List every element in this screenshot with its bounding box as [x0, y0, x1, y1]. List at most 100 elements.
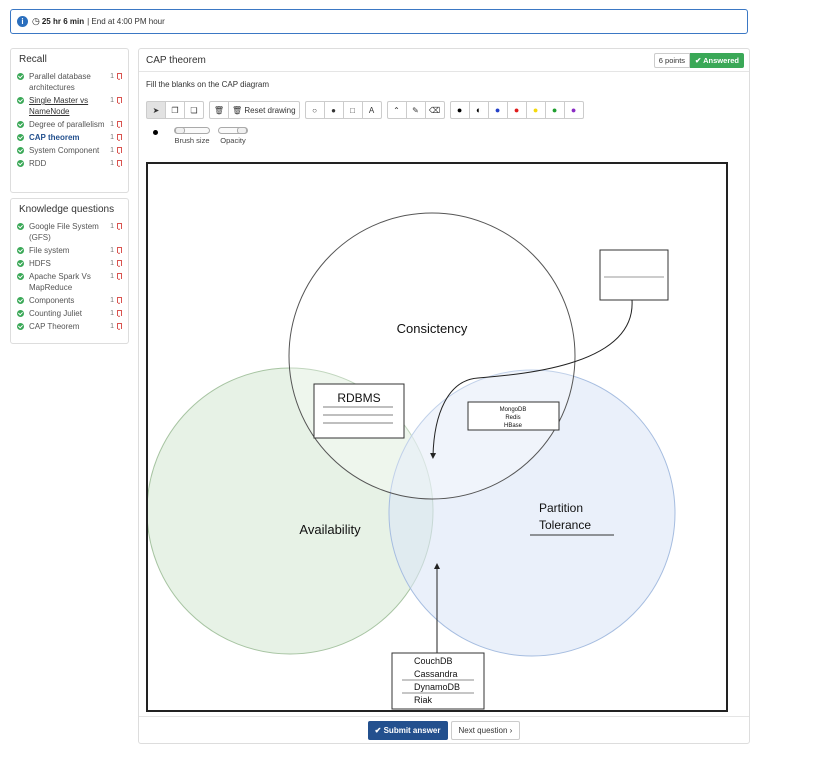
- delete-button[interactable]: 🗑: [209, 101, 229, 119]
- submit-label: Submit answer: [383, 726, 441, 735]
- eraser-tool-button[interactable]: ⌫: [424, 101, 445, 119]
- check-circle-icon: [17, 160, 24, 167]
- bookmark-icon[interactable]: [117, 134, 122, 141]
- brush-size-control: Brush size: [174, 127, 210, 145]
- color-swatch-button[interactable]: ◐: [468, 101, 489, 119]
- rdbms-box: [313, 383, 405, 439]
- ap-item: DynamoDB: [414, 682, 460, 692]
- check-circle-icon: [17, 147, 24, 154]
- availability-label: Availability: [299, 522, 361, 537]
- ap-item: Riak: [414, 695, 433, 705]
- question-header: CAP theorem 6 points ✔ Answered: [139, 49, 749, 72]
- drawing-canvas[interactable]: Consictency Availability Partition Toler…: [146, 162, 728, 712]
- brush-size-thumb[interactable]: [175, 127, 185, 134]
- nav-item-points: 1: [110, 134, 114, 141]
- nav-item[interactable]: Google File System (GFS)1: [11, 221, 128, 243]
- nav-item-label: Components: [29, 296, 75, 305]
- answered-badge: ✔ Answered: [690, 52, 744, 68]
- send-back-icon: ❏: [190, 105, 198, 115]
- brush-preview-dot: [153, 130, 158, 135]
- nav-item-points: 1: [110, 323, 114, 330]
- blank-answer-box: [599, 249, 669, 301]
- knowledge-title: Knowledge questions: [19, 204, 115, 215]
- ap-item: Cassandra: [414, 669, 458, 679]
- bookmark-icon[interactable]: [117, 260, 122, 267]
- consistency-label: Consictency: [397, 321, 468, 336]
- color-swatch-button[interactable]: ●: [487, 101, 508, 119]
- cp-item: Redis: [505, 415, 520, 421]
- circle-tool-button[interactable]: ○: [304, 101, 325, 119]
- ap-item: CouchDB: [414, 656, 453, 666]
- check-circle-icon: [17, 73, 24, 80]
- bookmark-icon[interactable]: [117, 121, 122, 128]
- partition-label-line1: Partition: [539, 501, 583, 515]
- consistency-circle: [288, 212, 576, 500]
- bookmark-icon[interactable]: [117, 73, 122, 80]
- timer-bar: i ◷ 25 hr 6 min | End at 4:00 PM hour: [10, 9, 748, 34]
- brush-icon: ✎: [412, 105, 419, 115]
- cp-item: HBase: [504, 423, 523, 429]
- ink-drop-icon: ●: [494, 105, 501, 115]
- next-question-button[interactable]: Next question ›: [450, 721, 521, 740]
- nav-item-points: 1: [110, 160, 114, 167]
- bookmark-icon[interactable]: [117, 273, 122, 280]
- bookmark-icon[interactable]: [117, 323, 122, 330]
- bookmark-icon[interactable]: [117, 297, 122, 304]
- answered-label: Answered: [703, 55, 739, 65]
- info-icon: i: [17, 16, 28, 27]
- bookmark-icon[interactable]: [117, 97, 122, 104]
- check-circle-icon: [17, 134, 24, 141]
- opacity-thumb[interactable]: [237, 127, 247, 134]
- trash-icon: 🗑: [232, 105, 243, 115]
- ink-drop-icon: ●: [532, 105, 539, 115]
- color-swatch-button[interactable]: ●: [525, 101, 546, 119]
- nav-item-points: 1: [110, 260, 114, 267]
- check-icon: ✔: [374, 726, 382, 735]
- color-swatch-button[interactable]: ●: [563, 101, 584, 119]
- check-circle-icon: [17, 260, 24, 267]
- check-circle-icon: [17, 310, 24, 317]
- filled-circle-tool-button[interactable]: ●: [323, 101, 344, 119]
- brush-size-slider[interactable]: [174, 127, 210, 134]
- brush-tool-button[interactable]: ✎: [405, 101, 426, 119]
- brush-size-label: Brush size: [174, 136, 210, 145]
- color-swatch-button[interactable]: ●: [449, 101, 470, 119]
- ink-outline-icon: ◐: [475, 105, 482, 115]
- send-back-button[interactable]: ❏: [184, 101, 204, 119]
- cursor-icon: ➤: [152, 105, 160, 115]
- bookmark-icon[interactable]: [117, 160, 122, 167]
- bookmark-icon[interactable]: [117, 147, 122, 154]
- bring-front-button[interactable]: ❐: [165, 101, 185, 119]
- nav-item-label: CAP theorem: [29, 133, 80, 142]
- opacity-slider[interactable]: [218, 127, 248, 134]
- reset-drawing-button[interactable]: 🗑 Reset drawing: [228, 101, 300, 119]
- check-circle-icon: [17, 273, 24, 280]
- nav-item[interactable]: CAP theorem 1: [11, 132, 128, 143]
- color-swatch-button[interactable]: ●: [506, 101, 527, 119]
- color-swatch-button[interactable]: ●: [544, 101, 565, 119]
- ap-box: [391, 652, 485, 710]
- text-tool-button[interactable]: A: [361, 101, 382, 119]
- rectangle-tool-button[interactable]: □: [342, 101, 363, 119]
- question-footer: ✔ Submit answer Next question ›: [139, 716, 749, 744]
- cap-diagram: Consictency Availability Partition Toler…: [148, 212, 676, 710]
- bookmark-icon[interactable]: [117, 310, 122, 317]
- bookmark-icon[interactable]: [117, 223, 122, 230]
- line-tool-button[interactable]: ⌃: [386, 101, 407, 119]
- bookmark-icon[interactable]: [117, 247, 122, 254]
- submit-answer-button[interactable]: ✔ Submit answer: [367, 721, 448, 740]
- opacity-label: Opacity: [220, 136, 246, 145]
- select-tool-button[interactable]: ➤: [146, 101, 166, 119]
